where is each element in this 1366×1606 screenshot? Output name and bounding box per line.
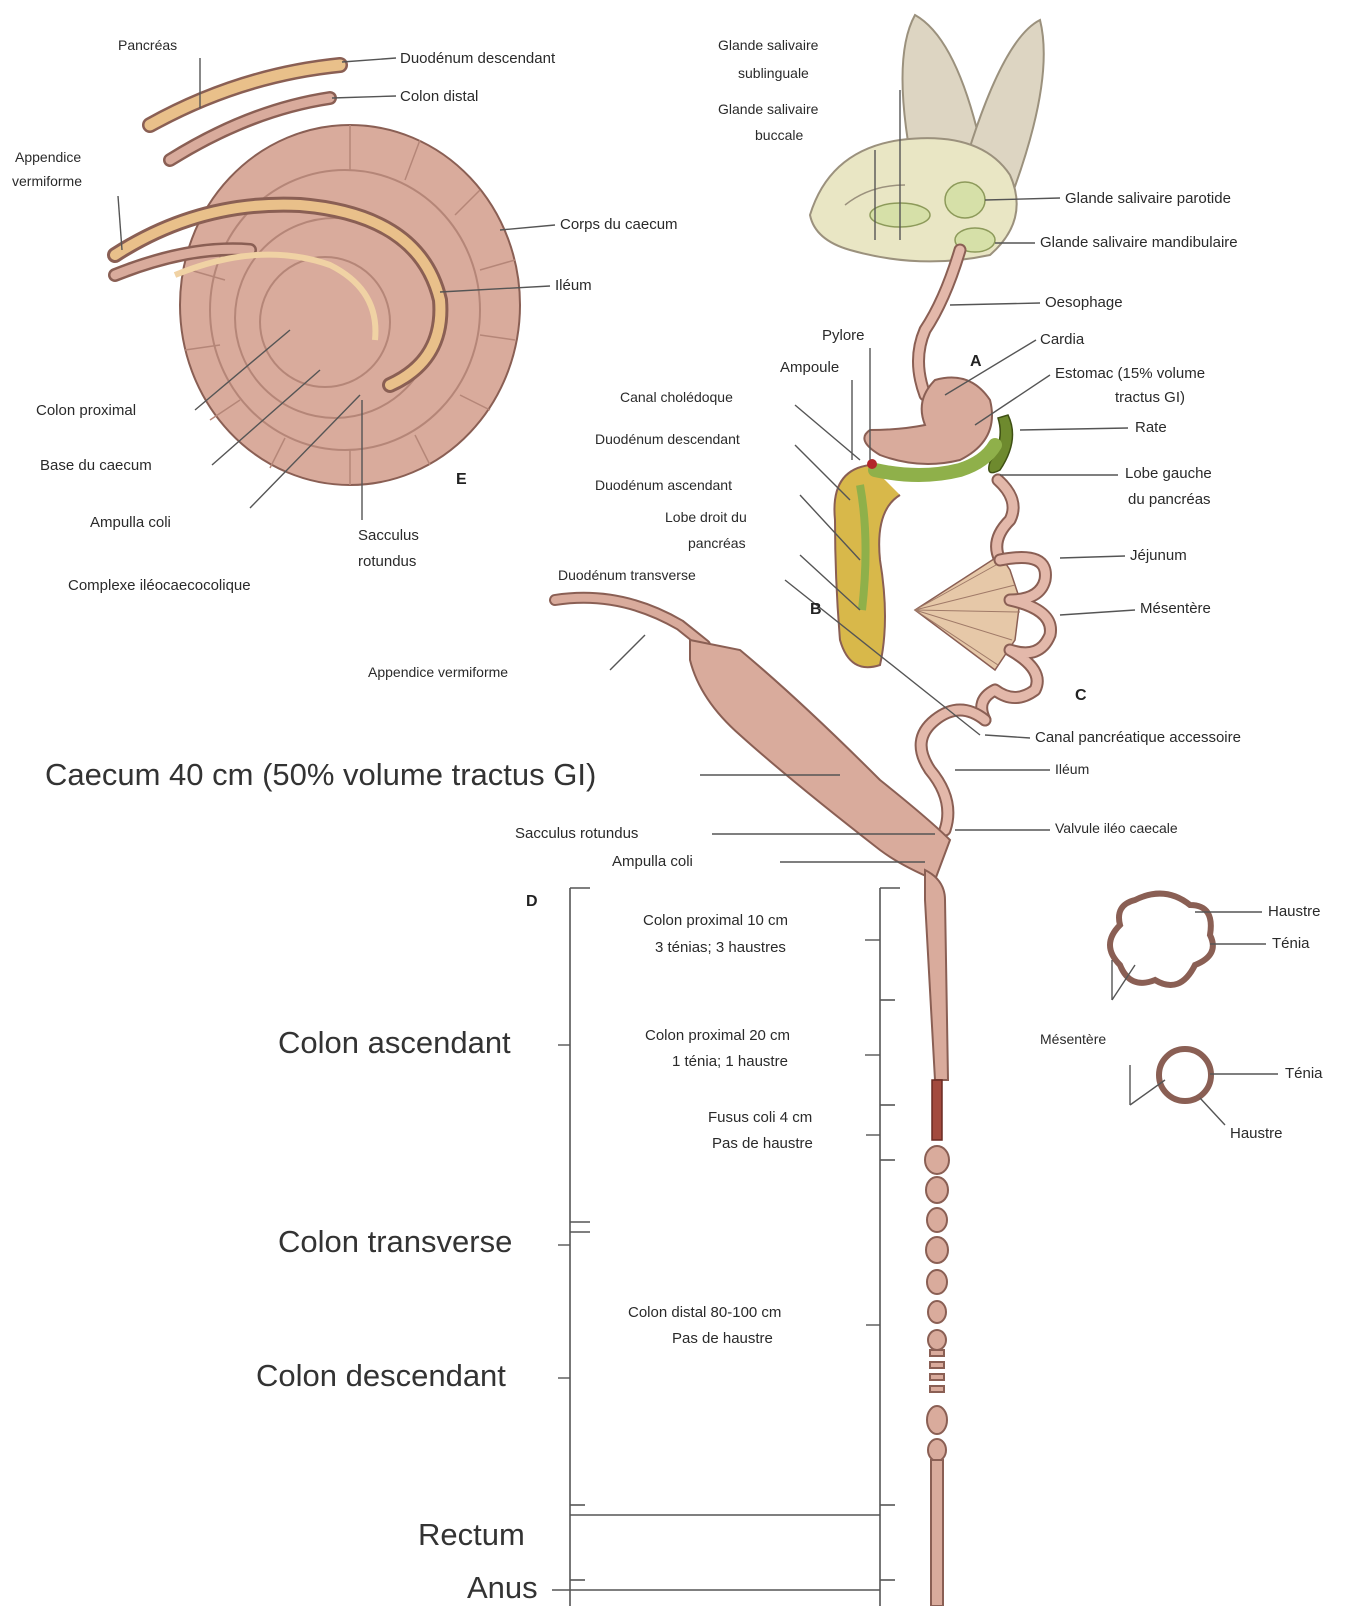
label-caecum-title: Caecum 40 cm (50% volume tractus GI) — [45, 757, 596, 792]
label-anus: Anus — [467, 1570, 538, 1605]
label-duodenum-desc-a: Duodénum descendant — [595, 431, 740, 447]
label-cardia: Cardia — [1040, 331, 1085, 348]
label-gl-sublinguale-1: Glande salivaire — [718, 37, 819, 53]
label-rate: Rate — [1135, 419, 1167, 436]
label-pancreas: Pancréas — [118, 37, 177, 53]
label-canal-pancreatique: Canal pancréatique accessoire — [1035, 729, 1241, 746]
label-lobe-droit-2: pancréas — [688, 535, 746, 551]
label-colon-descendant: Colon descendant — [256, 1358, 506, 1393]
label-colon-proximal-e: Colon proximal — [36, 402, 136, 419]
label-ileum-e: Iléum — [555, 277, 592, 294]
label-haustre-2: Haustre — [1230, 1125, 1283, 1142]
label-appendix-big: Appendice vermiforme — [368, 664, 508, 680]
cross-section-haustrated — [1110, 894, 1213, 985]
label-rectum: Rectum — [418, 1517, 525, 1552]
label-seg2-1: Colon proximal 20 cm — [645, 1027, 790, 1044]
colon-illustration — [570, 870, 949, 1606]
label-estomac-1: Estomac (15% volume — [1055, 365, 1205, 382]
label-appendix-e-1: Appendice — [15, 149, 81, 165]
label-duodenum-descendant-e: Duodénum descendant — [400, 50, 556, 67]
letter-c: C — [1075, 687, 1087, 704]
cross-section-round — [1159, 1049, 1211, 1101]
label-tenia-1: Ténia — [1272, 935, 1310, 952]
label-gl-mandibulaire: Glande salivaire mandibulaire — [1040, 234, 1238, 251]
cross-sections-illustration — [1110, 894, 1213, 1105]
label-ampulla-big: Ampulla coli — [612, 853, 693, 870]
label-colon-distal: Colon distal — [400, 88, 478, 105]
panel-e-illustration — [115, 65, 520, 485]
label-ileum-c: Iléum — [1055, 761, 1089, 777]
label-sacculus-e-1: Sacculus — [358, 527, 419, 544]
label-mesentere-c: Mésentère — [1140, 600, 1211, 617]
rabbit-head-illustration — [810, 15, 1044, 261]
label-seg3-1: Fusus coli 4 cm — [708, 1109, 812, 1126]
panel-d-labels: D Colon ascendant Colon transverse Colon… — [256, 893, 880, 1605]
label-valvule: Valvule iléo caecale — [1055, 820, 1178, 836]
label-haustre-1: Haustre — [1268, 903, 1321, 920]
label-lobe-gauche-1: Lobe gauche — [1125, 465, 1212, 482]
label-seg1-2: 3 ténias; 3 haustres — [655, 939, 786, 956]
label-canal-choledoque: Canal cholédoque — [620, 389, 733, 405]
label-ampulla-e: Ampulla coli — [90, 514, 171, 531]
caecum-shape — [690, 640, 950, 880]
label-mesentere-x: Mésentère — [1040, 1031, 1106, 1047]
label-gl-parotide: Glande salivaire parotide — [1065, 190, 1231, 207]
pylorus-mark — [867, 459, 877, 469]
label-estomac-2: tractus GI) — [1115, 389, 1185, 406]
fusus-coli-shape — [932, 1080, 942, 1140]
label-jejunum: Jéjunum — [1130, 547, 1187, 564]
label-seg3-2: Pas de haustre — [712, 1135, 813, 1152]
label-seg1-1: Colon proximal 10 cm — [643, 912, 788, 929]
letter-b: B — [810, 601, 822, 618]
label-corps-caecum: Corps du caecum — [560, 216, 678, 233]
colon-proximal-shape — [925, 870, 948, 1080]
label-lobe-droit-1: Lobe droit du — [665, 509, 747, 525]
label-complexe: Complexe iléocaecocolique — [68, 577, 251, 594]
label-duodenum-asc: Duodénum ascendant — [595, 477, 732, 493]
label-tenia-2: Ténia — [1285, 1065, 1323, 1082]
label-sacculus-big: Sacculus rotundus — [515, 825, 638, 842]
letter-e: E — [456, 471, 467, 488]
caecum-body — [180, 125, 520, 485]
label-colon-transverse: Colon transverse — [278, 1224, 512, 1259]
jejunum-illustration — [915, 555, 1051, 830]
label-gl-buccale-2: buccale — [755, 127, 803, 143]
label-lobe-gauche-2: du pancréas — [1128, 491, 1211, 508]
label-seg4-2: Pas de haustre — [672, 1330, 773, 1347]
parotid-gland-shape — [945, 182, 985, 218]
label-sacculus-e-2: rotundus — [358, 553, 416, 570]
letter-d: D — [526, 893, 538, 910]
label-seg4-1: Colon distal 80-100 cm — [628, 1304, 781, 1321]
label-oesophage: Oesophage — [1045, 294, 1123, 311]
label-ampoule: Ampoule — [780, 359, 839, 376]
colon-distal-shape — [925, 1146, 949, 1606]
label-base-caecum: Base du caecum — [40, 457, 152, 474]
letter-a: A — [970, 353, 982, 370]
label-duodenum-trans: Duodénum transverse — [558, 567, 696, 583]
label-gl-sublinguale-2: sublinguale — [738, 65, 809, 81]
stomach-shape — [864, 378, 992, 465]
label-gl-buccale-1: Glande salivaire — [718, 101, 819, 117]
label-colon-ascendant: Colon ascendant — [278, 1025, 511, 1060]
label-pylore: Pylore — [822, 327, 865, 344]
label-seg2-2: 1 ténia; 1 haustre — [672, 1053, 788, 1070]
label-appendix-e-2: vermiforme — [12, 173, 82, 189]
